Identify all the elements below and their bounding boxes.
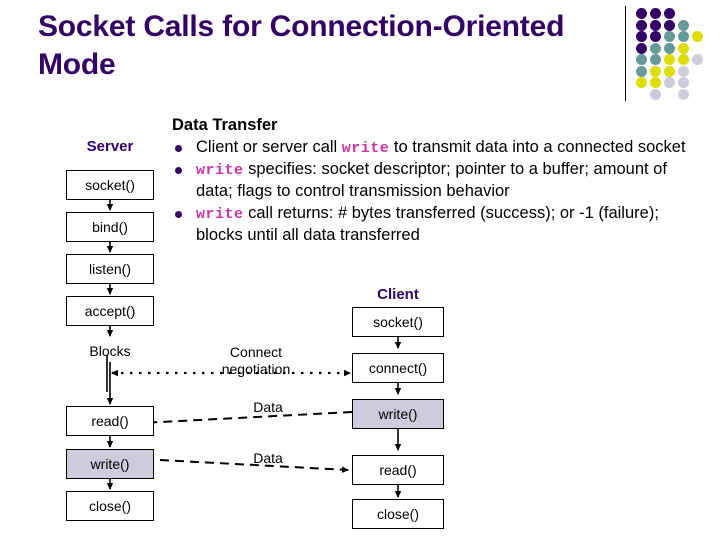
decorative-dot	[678, 77, 689, 88]
decorative-dot	[650, 42, 661, 54]
decorative-dot	[650, 88, 661, 100]
bullet-text-run: call returns: # bytes transferred (succe…	[196, 204, 659, 244]
edge-label-data-up: Data	[253, 399, 283, 415]
decorative-dot	[664, 54, 675, 65]
bullet-list: Client or server call write to transmit …	[172, 137, 700, 246]
bullet-marker-icon	[172, 203, 196, 219]
decorative-dot	[636, 77, 647, 88]
node-client-read[interactable]: read()	[352, 455, 444, 485]
decorative-dot	[678, 88, 689, 100]
decorative-dot	[650, 31, 661, 42]
decorative-dot	[664, 42, 675, 54]
decorative-dot	[650, 65, 661, 77]
bullet-marker-icon	[172, 159, 196, 175]
data-arrow-client-to-server	[121, 411, 353, 427]
page-title: Socket Calls for Connection-Oriented Mod…	[38, 10, 565, 82]
decorative-dot	[692, 54, 703, 65]
decorative-dot	[678, 19, 689, 31]
decorative-dot	[650, 19, 661, 31]
connect-negotiation-arrow	[106, 355, 351, 392]
decorative-dot	[636, 65, 647, 77]
decorative-dot	[650, 77, 661, 88]
decorative-dot	[678, 65, 689, 77]
edge-label-data-down: Data	[253, 450, 283, 466]
client-column-label: Client	[377, 286, 419, 303]
body-text-block: Data Transfer Client or server call writ…	[172, 116, 700, 246]
bullet-item: write specifies: socket descriptor; poin…	[172, 159, 700, 202]
decorative-dot	[678, 31, 689, 42]
decorative-dot	[664, 77, 675, 88]
node-client-close[interactable]: close()	[352, 499, 444, 529]
bullet-text: write call returns: # bytes transferred …	[196, 203, 700, 246]
decorative-dot	[636, 8, 647, 19]
decorative-dot	[636, 19, 647, 31]
decorative-dot	[636, 54, 647, 65]
decorative-dot	[636, 42, 647, 54]
decorative-dot	[678, 42, 689, 54]
node-server-close[interactable]: close()	[66, 491, 154, 521]
node-server-accept[interactable]: accept()	[66, 296, 154, 326]
edge-label-connect: Connect	[229, 344, 283, 360]
node-server-listen[interactable]: listen()	[66, 254, 154, 284]
node-server-read[interactable]: read()	[66, 406, 154, 436]
decorative-dot	[650, 54, 661, 65]
bullet-text: Client or server call write to transmit …	[196, 137, 700, 159]
bullet-text-run: specifies: socket descriptor; pointer to…	[196, 160, 667, 200]
code-keyword: write	[196, 162, 244, 180]
node-server-write[interactable]: write()	[66, 449, 154, 479]
bullet-item: write call returns: # bytes transferred …	[172, 203, 700, 246]
decorative-dot	[650, 8, 661, 19]
node-client-write[interactable]: write()	[352, 399, 444, 429]
node-server-bind[interactable]: bind()	[66, 212, 154, 242]
bullet-text: write specifies: socket descriptor; poin…	[196, 159, 700, 202]
decorative-dot	[664, 8, 675, 19]
node-server-socket[interactable]: socket()	[66, 170, 154, 200]
bullet-text-run: to transmit data into a connected socket	[389, 137, 686, 156]
decorative-dot	[664, 19, 675, 31]
code-keyword: write	[196, 206, 244, 224]
data-arrow-server-to-client	[159, 459, 349, 473]
node-client-connect[interactable]: connect()	[352, 353, 444, 383]
bullet-marker-icon	[172, 137, 196, 152]
bullet-text-run: Client or server call	[196, 137, 342, 156]
decorative-dot	[678, 54, 689, 65]
decorative-dot	[692, 31, 703, 42]
title-divider	[625, 6, 626, 101]
decorative-dot	[664, 31, 675, 42]
code-keyword: write	[341, 139, 390, 157]
decorative-dot	[636, 31, 647, 42]
server-blocks-label: Blocks	[89, 343, 131, 359]
decorative-dot-grid	[636, 8, 716, 100]
body-heading: Data Transfer	[172, 116, 278, 134]
edge-label-negotiation: negotiation	[221, 361, 291, 377]
server-column-label: Server	[86, 138, 134, 155]
decorative-dot	[664, 65, 675, 77]
bullet-item: Client or server call write to transmit …	[172, 137, 700, 159]
node-client-socket[interactable]: socket()	[352, 307, 444, 337]
